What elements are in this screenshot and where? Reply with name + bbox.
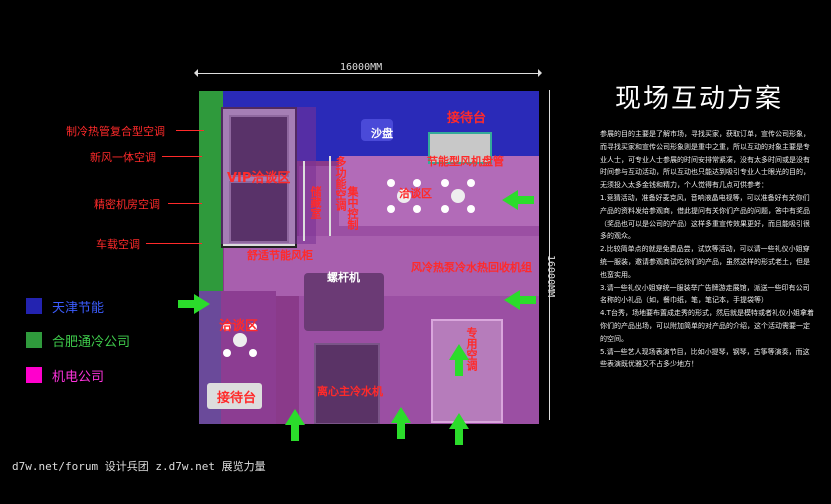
entrance-arrow-right-upper xyxy=(502,190,534,210)
proposal-text: 参展的目的主要是了解市场，寻找买家，获取订单，宣传公司形象，而寻找买家和宣传公司… xyxy=(600,128,815,371)
label-storage: 储藏室 xyxy=(309,186,322,219)
height-dimension-label: 16000MM xyxy=(545,255,556,298)
booth-floor-plan: VIP洽谈区 沙盘 接待台 节能型风机盘管 洽谈区 储藏室 集中控制 多功能空调… xyxy=(199,91,539,424)
callout-line xyxy=(176,130,204,131)
callout-precision-ac: 精密机房空调 xyxy=(94,198,160,211)
storage-wall xyxy=(303,161,305,241)
table-set xyxy=(441,179,475,213)
label-cabinet: 舒适节能风柜 xyxy=(247,249,313,262)
entrance-arrow-bottom-1 xyxy=(285,409,305,441)
label-screw-chiller: 螺杆机 xyxy=(327,271,360,284)
special-ac-room xyxy=(431,319,503,423)
proposal-item: 3.请一些礼仪小姐穿统一服装举广告牌游走展馆，派送一些印有公司名称的小礼品（如，… xyxy=(600,283,810,305)
vip-overlay xyxy=(221,107,316,244)
proposal-item: 4.T台秀，场地要布置成走秀的形式，然后就是模特或者礼仪小姐拿着你们的产品出场，… xyxy=(600,309,814,343)
legend-item: 合肥通冷公司 xyxy=(26,331,131,350)
callout-line xyxy=(146,243,202,244)
control-wall xyxy=(329,156,331,236)
page-title: 现场互动方案 xyxy=(615,84,784,114)
fan-coil-display xyxy=(428,132,492,164)
callout-heat-pipe-ac: 制冷热管复合型空调 xyxy=(66,125,165,138)
label-negotiate-right: 洽谈区 xyxy=(399,187,432,200)
intro-paragraph: 参展的目的主要是了解市场，寻找买家，获取订单，宣传公司形象，而寻找买家和宣传公司… xyxy=(600,130,810,190)
entrance-arrow-bottom-3 xyxy=(449,413,469,445)
entrance-arrow-right-lower xyxy=(504,290,536,310)
label-fan-coil: 节能型风机盘管 xyxy=(427,155,504,168)
entrance-arrow-inner xyxy=(449,344,469,376)
legend-label: 天津节能 xyxy=(52,300,105,316)
legend-label: 机电公司 xyxy=(52,369,105,385)
label-vip: VIP洽谈区 xyxy=(227,171,291,186)
legend-swatch-green xyxy=(26,332,42,348)
label-ac-vertical: 多功能空调 xyxy=(334,156,347,211)
callout-line xyxy=(168,203,202,204)
table-set xyxy=(223,323,257,357)
width-dimension-label: 16000MM xyxy=(340,62,383,73)
entrance-arrow-bottom-2 xyxy=(391,407,411,439)
proposal-item: 5.请一些艺人现场表演节目，比如小提琴，钢琴，古筝等演奏，而这些表演既优雅又不占… xyxy=(600,347,810,369)
footer-credit: d7w.net/forum 设计兵团 z.d7w.net 展览力量 xyxy=(12,460,266,473)
table-set xyxy=(387,179,421,213)
proposal-item: 1.竞猜活动，准备好麦克风，音响液晶电视等，可以准备好有关你们产品的资料发给参观… xyxy=(600,193,810,241)
label-sand-table: 沙盘 xyxy=(371,127,393,140)
centrifugal-chiller xyxy=(314,343,380,424)
legend-swatch-magenta xyxy=(26,367,42,383)
label-centrifugal-chiller: 离心主冷水机 xyxy=(317,385,383,398)
legend-item: 机电公司 xyxy=(26,366,105,385)
sand-table xyxy=(361,119,393,141)
legend-swatch-blue xyxy=(26,298,42,314)
label-negotiate-left: 洽谈区 xyxy=(219,319,259,334)
label-control: 集中控制 xyxy=(346,186,359,230)
label-reception-top: 接待台 xyxy=(447,111,487,126)
legend-label: 合肥通冷公司 xyxy=(52,334,131,350)
label-special-ac: 专用空调 xyxy=(465,327,478,371)
entrance-arrow-left xyxy=(178,294,210,314)
reception-desk-bottom xyxy=(207,383,262,409)
label-reception-bottom: 接待台 xyxy=(217,391,257,406)
hefei-zone xyxy=(199,91,223,291)
label-heat-recovery: 风冷热泵冷水热回收机组 xyxy=(411,261,532,274)
callout-fresh-air-ac: 新风一体空调 xyxy=(90,151,156,164)
callout-line xyxy=(162,156,202,157)
legend-item: 天津节能 xyxy=(26,297,105,316)
proposal-item: 2.比较简单点的就是免费品尝，试饮等活动，可以请一些礼仪小姐穿统一服装，邀请参观… xyxy=(600,245,810,279)
screw-chiller xyxy=(304,273,384,331)
height-dimension-line xyxy=(549,90,550,420)
width-dimension-line xyxy=(194,69,542,77)
callout-vehicle-ac: 车载空调 xyxy=(96,238,140,251)
